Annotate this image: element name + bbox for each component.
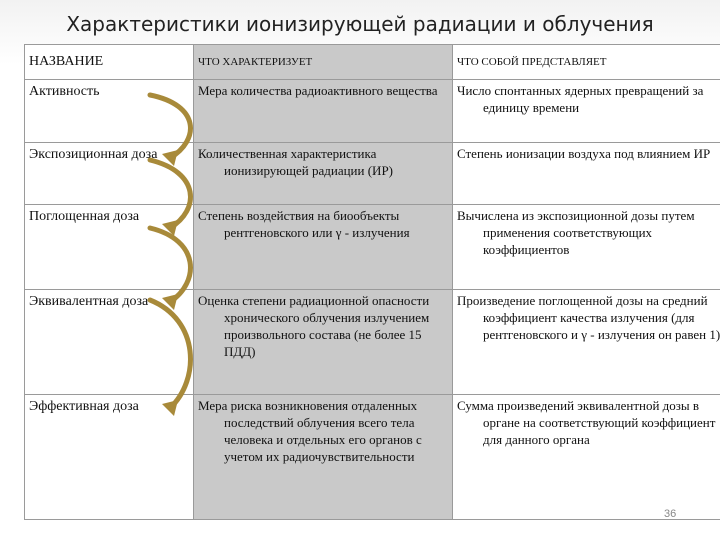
- row-represents: Вычислена из экспозиционной дозы путем п…: [457, 208, 695, 258]
- row-characterizes: Мера количества радиоактивного вещества: [198, 83, 438, 99]
- row-characterizes: Количественная характеристика ионизирующ…: [198, 145, 393, 178]
- row-represents: Число спонтанных ядерных превращений за …: [457, 83, 704, 116]
- row-name: Эффективная доза: [29, 398, 139, 414]
- row-characterizes: Оценка степени радиационной опасности хр…: [198, 293, 430, 360]
- table-row: Эквивалентная доза Оценка степени радиац…: [24, 289, 720, 395]
- row-name: Эквивалентная доза: [29, 294, 149, 310]
- row-represents: Произведение поглощенной дозы на средний…: [457, 293, 720, 343]
- row-characterizes: Степень воздействия на биообъекты рентге…: [198, 208, 410, 241]
- row-name: Экспозиционная доза: [29, 146, 158, 162]
- row-name: Поглощенная доза: [29, 209, 140, 225]
- row-represents: Сумма произведений эквивалентной дозы в …: [457, 397, 716, 447]
- header-name: НАЗВАНИЕ: [24, 43, 194, 81]
- table-row: Активность Мера количества радиоактивног…: [24, 79, 720, 143]
- header-represents: ЧТО СОБОЙ ПРЕДСТАВЛЯЕТ: [452, 43, 720, 81]
- table-row: Эффективная доза Мера риска возникновени…: [24, 393, 720, 521]
- table-row: Экспозиционная доза Количественная харак…: [24, 141, 720, 206]
- slide-title: Характеристики ионизирующей радиации и о…: [66, 12, 654, 36]
- table-row: Поглощенная доза Степень воздействия на …: [24, 204, 720, 291]
- row-characterizes: Мера риска возникновения отдаленных посл…: [198, 397, 422, 464]
- row-name: Активность: [29, 84, 100, 100]
- header-characterizes: ЧТО ХАРАКТЕРИЗУЕТ: [193, 43, 453, 81]
- radiation-table: НАЗВАНИЕ ЧТО ХАРАКТЕРИЗУЕТ ЧТО СОБОЙ ПРЕ…: [24, 43, 720, 521]
- page-number: 36: [664, 508, 677, 520]
- row-represents: Степень ионизации воздуха под влиянием И…: [457, 145, 711, 161]
- table-header-row: НАЗВАНИЕ ЧТО ХАРАКТЕРИЗУЕТ ЧТО СОБОЙ ПРЕ…: [24, 43, 720, 81]
